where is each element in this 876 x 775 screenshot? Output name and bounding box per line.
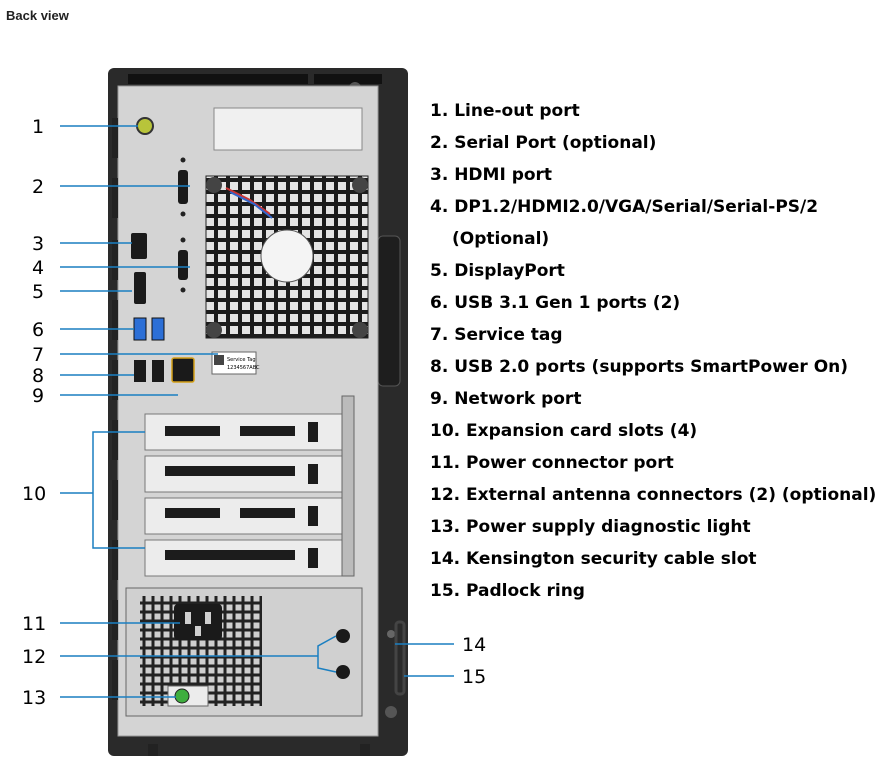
- legend-item-serial-port: 2. Serial Port (optional): [430, 133, 657, 153]
- service-tag: Service Tag 1234567ABC: [211, 351, 260, 375]
- legend-item-optional-video-port-note: (Optional): [452, 229, 550, 249]
- component-legend: 1. Line-out port 2. Serial Port (optiona…: [430, 96, 876, 608]
- legend-item-padlock-ring: 15. Padlock ring: [430, 581, 585, 601]
- legend-item-usb3-ports: 6. USB 3.1 Gen 1 ports (2): [430, 293, 681, 313]
- legend-item-expansion-slots: 10. Expansion card slots (4): [430, 421, 698, 441]
- network-port: [171, 357, 195, 383]
- usb3-ports: [133, 317, 165, 341]
- optional-video-port: [178, 237, 188, 293]
- callout-2: 2: [32, 176, 44, 198]
- padlock-ring: [394, 620, 406, 696]
- legend-item-optional-video-port: 4. DP1.2/HDMI2.0/VGA/Serial/Serial-PS/2: [430, 197, 819, 217]
- page-title: Back view: [6, 8, 69, 23]
- hdmi-port: [131, 233, 147, 259]
- callout-12: 12: [22, 646, 46, 668]
- thumbscrew-bottom: [385, 706, 397, 718]
- service-tag-number: 1234567ABC: [227, 365, 260, 371]
- expansion-card-slots: [144, 395, 355, 577]
- serial-port: [178, 157, 188, 217]
- callout-11: 11: [22, 613, 46, 635]
- callout-4: 4: [32, 257, 44, 279]
- callout-5: 5: [32, 281, 44, 303]
- legend-item-network-port: 9. Network port: [430, 389, 582, 409]
- callout-8: 8: [32, 365, 44, 387]
- legend-item-displayport: 5. DisplayPort: [430, 261, 565, 281]
- usb2-ports: [134, 360, 164, 382]
- legend-item-kensington-slot: 14. Kensington security cable slot: [430, 549, 757, 569]
- legend-item-service-tag: 7. Service tag: [430, 325, 563, 345]
- left-vent-slots: [112, 118, 118, 700]
- kensington-slot: [387, 630, 395, 638]
- legend-item-hdmi-port: 3. HDMI port: [430, 165, 553, 185]
- callout-1: 1: [32, 116, 44, 138]
- legend-item-antenna-connectors: 12. External antenna connectors (2) (opt…: [430, 485, 876, 505]
- line-out-port: [136, 117, 154, 135]
- callout-15: 15: [462, 666, 486, 688]
- power-supply: [125, 587, 363, 717]
- callout-13: 13: [22, 687, 46, 709]
- callout-9: 9: [32, 385, 44, 407]
- io-ports: Service Tag 1234567ABC: [131, 117, 260, 383]
- legend-item-usb2-ports: 8. USB 2.0 ports (supports SmartPower On…: [430, 357, 849, 377]
- callout-3: 3: [32, 233, 44, 255]
- callout-7: 7: [32, 344, 44, 366]
- antenna-connector: [336, 629, 350, 643]
- fan-area: [205, 107, 369, 339]
- callout-14: 14: [462, 634, 486, 656]
- service-tag-label: Service Tag: [227, 357, 256, 363]
- legend-item-line-out: 1. Line-out port: [430, 101, 580, 121]
- security-features: [384, 620, 406, 718]
- displayport: [134, 272, 146, 304]
- legend-item-psu-diagnostic-light: 13. Power supply diagnostic light: [430, 517, 751, 537]
- antenna-connector: [336, 665, 350, 679]
- callout-10: 10: [22, 483, 46, 505]
- power-supply-diagnostic-light: [174, 688, 190, 704]
- legend-item-power-connector: 11. Power connector port: [430, 453, 674, 473]
- callout-lines: [60, 125, 454, 698]
- fan-hub: [260, 229, 314, 283]
- callout-6: 6: [32, 319, 44, 341]
